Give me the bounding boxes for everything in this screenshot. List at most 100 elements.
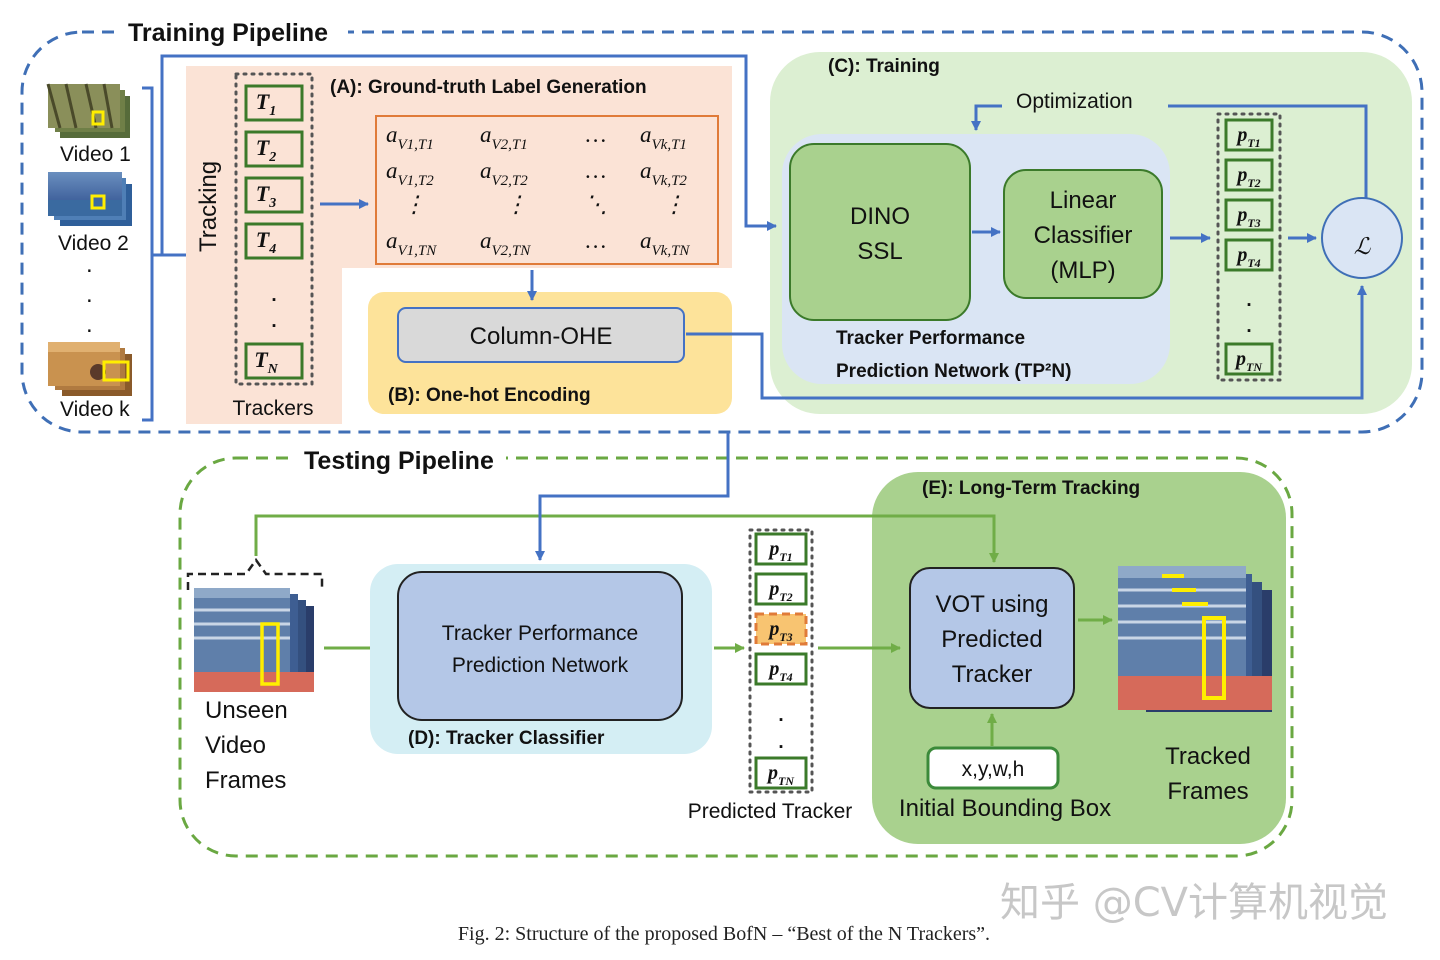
column-ohe-label: Column-OHE [470,323,613,350]
tpn-line-1: Tracker Performance [442,622,638,645]
tracker-label-5: TN [254,347,278,377]
train-prob-box-1: pT1 [1224,118,1274,152]
tracker-dot-2: . [271,311,276,332]
prob-dot-1: . [1246,290,1251,311]
training-probabilities-column [1216,112,1282,382]
optimization-label: Optimization [1016,90,1133,113]
matrix-cell-1-2: … [586,158,606,183]
column-ohe-box [397,307,685,363]
loss-circle [1321,197,1403,279]
test-prob-label-3: pT3 [767,618,792,644]
tracker-label-1: T1 [256,89,276,119]
test-prob-label-1: pT1 [767,538,792,564]
loss-symbol: ℒ [1354,234,1371,259]
section-d-title: (D): Tracker Classifier [408,728,605,749]
videos-bracket [142,86,154,422]
tracker-box-4: T4 [244,222,304,260]
train-prob-label-1: pT1 [1235,124,1260,150]
matrix-cell-1-3: aVk,T2 [640,158,687,189]
tracker-box-2: T2 [244,130,304,168]
training-pipeline-border [20,30,1424,434]
test-prob-box-2: pT2 [754,572,808,606]
bbox-input-box [926,746,1060,790]
tracking-label: Tracking [195,161,222,252]
prob-dot-2: . [1246,316,1251,337]
classifier-label: Classifier [1034,222,1133,249]
ssl-label: SSL [857,238,902,265]
tracker-box-1: T1 [244,84,304,122]
accuracy-matrix [375,115,719,265]
test-prob-dot-1: . [778,705,783,726]
train-prob-label-5: pTN [1234,348,1263,374]
matrix-cell-0-1: aV2,T1 [480,122,528,153]
tp2n-line-1: Tracker Performance [836,328,1025,349]
video-label: Video [205,732,266,759]
testing-pipeline-border [178,456,1294,858]
matrix-cell-3-3: aVk,TN [640,228,690,259]
trackers-label: Trackers [233,397,314,420]
train-prob-label-4: pT4 [1235,244,1260,270]
testing-probabilities-column [748,528,814,794]
watermark: 知乎 @CV计算机视觉 [1000,880,1388,926]
training-video-1 [46,83,130,138]
tpn-box [397,571,683,721]
tracker-label-3: T3 [256,181,276,211]
section-c-title: (C): Training [828,56,940,77]
predicted-tracker-label: Predicted Tracker [688,800,853,823]
matrix-cell-0-2: … [586,122,606,147]
tracked-frames-label: Frames [1167,778,1248,805]
training-probabilities: pT1 pT2 pT3 pT4 pTN [1224,118,1274,376]
test-prob-box-3: pT3 [754,612,808,646]
mlp-label: (MLP) [1050,257,1115,284]
train-prob-box-4: pT4 [1224,238,1274,272]
linear-classifier-box [1003,169,1163,299]
video-1-label: Video 1 [60,143,131,166]
dino-ssl-box [789,143,971,321]
matrix-cell-0-0: aV1,T1 [386,122,434,153]
tpn-line-2: Prediction Network [452,654,629,677]
unseen-video-frames [194,588,314,692]
test-prob-label-4: pT4 [767,658,792,684]
tracker-label-4: T4 [256,227,276,257]
tracked-frames [1118,566,1272,712]
matrix-cell-2-0: ⋮ [403,192,426,217]
dino-label: DINO [850,203,910,230]
matrix-cell-0-3: aVk,T1 [640,122,687,153]
testing-probabilities: pT1 pT2 pT3 pT4 pTN [754,532,808,790]
matrix-cell-3-1: aV2,TN [480,228,531,259]
tracker-box-3: T3 [244,176,304,214]
matrix-cell-2-1: ⋮ [505,192,528,217]
matrix-cell-1-1: aV2,T2 [480,158,528,189]
test-prob-box-1: pT1 [754,532,808,566]
test-prob-label-5: pTN [766,762,795,788]
video-ellipsis-2: . [86,281,93,308]
training-video-2 [48,172,132,226]
frames-brace [186,557,324,590]
section-e-title: (E): Long-Term Tracking [922,478,1140,499]
vot-box [909,567,1075,709]
train-prob-box-3: pT3 [1224,198,1274,232]
tracker-box-5: TN [244,342,304,380]
test-prob-box-5: pTN [754,756,808,790]
train-prob-box-5: pTN [1224,342,1274,376]
testing-pipeline-title: Testing Pipeline [304,447,494,475]
test-prob-label-2: pT2 [767,578,792,604]
section-a-title: (A): Ground-truth Label Generation [330,77,647,98]
bbox-value: x,y,w,h [962,758,1025,781]
training-pipeline-title: Training Pipeline [128,19,328,47]
train-prob-label-2: pT2 [1235,164,1260,190]
tracker-dot-1: . [271,285,276,306]
trackers-column [234,72,314,386]
unseen-label: Unseen [205,697,288,724]
figure-caption: Fig. 2: Structure of the proposed BofN –… [458,923,990,945]
tracker-label-2: T2 [256,135,276,165]
matrix-cell-2-2: ⋱ [585,192,608,217]
tp2n-line-2: Prediction Network (TP²N) [836,361,1071,382]
test-prob-box-4: pT4 [754,652,808,686]
matrix-cell-2-3: ⋮ [663,192,686,217]
train-prob-box-2: pT2 [1224,158,1274,192]
vot-line-2: Predicted [941,626,1042,653]
training-video-k [48,342,132,396]
matrix-cell-3-0: aV1,TN [386,228,437,259]
